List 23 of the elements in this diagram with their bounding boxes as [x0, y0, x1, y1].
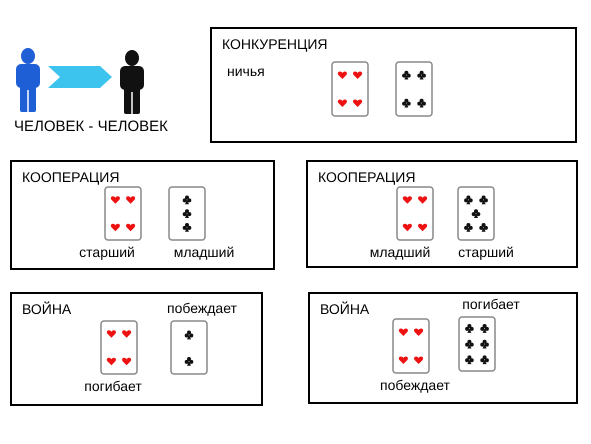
chevron-arrow: [48, 66, 112, 88]
card-caption: старший: [79, 244, 135, 260]
card-caption: младший: [370, 244, 430, 260]
playing-card: [395, 61, 433, 117]
panel-title: КООПЕРАЦИЯ: [318, 168, 416, 187]
card-caption: побеждает: [380, 377, 450, 393]
panel-title: КООПЕРАЦИЯ: [22, 168, 120, 187]
panel-title: ВОЙНА: [320, 300, 370, 319]
scenario-panel: [306, 160, 578, 268]
card-caption: младший: [174, 244, 234, 260]
scenario-panel: [10, 160, 275, 270]
panel-title: КОНКУРЕНЦИЯ: [222, 35, 328, 54]
card-caption: погибает: [462, 296, 520, 312]
scenario-panel: [308, 292, 578, 404]
playing-card: [331, 61, 369, 117]
scenario-panel: [210, 27, 577, 143]
card-caption: старший: [458, 244, 514, 260]
card-caption: погибает: [84, 378, 142, 394]
card-caption: побеждает: [167, 300, 237, 316]
caption-text: ЧЕЛОВЕК - ЧЕЛОВЕК: [14, 117, 168, 137]
scenario-panel: [10, 292, 263, 406]
panel-title: ВОЙНА: [22, 300, 72, 319]
panel-note: ничья: [227, 62, 265, 81]
